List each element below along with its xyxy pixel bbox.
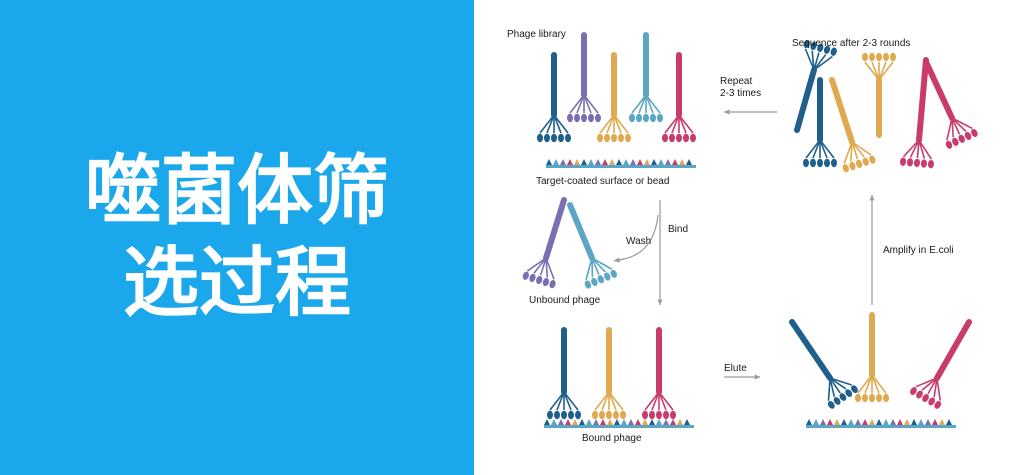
eluted-phage-pink	[910, 319, 972, 409]
repeat-arrow	[724, 109, 777, 115]
eluted-phage-dark-blue	[789, 319, 858, 409]
phage-library-orange	[597, 52, 631, 143]
wash-curve	[618, 214, 659, 261]
eluted-phage-orange	[855, 312, 889, 403]
label-phage-library: Phage library	[507, 29, 566, 40]
bound-phage-orange	[592, 327, 626, 420]
target-surface-bottom	[544, 419, 694, 428]
label-bound-phage: Bound phage	[582, 433, 642, 444]
wash-arrow-head	[613, 257, 625, 263]
label-elute: Elute	[724, 363, 747, 374]
sequenced-phage-dark-blue-2	[803, 77, 837, 168]
title-line-1: 噬菌体筛	[85, 146, 389, 235]
phage-library-light-blue	[629, 32, 663, 123]
target-surface-top	[546, 159, 696, 168]
elute-arrow	[724, 374, 760, 380]
sequenced-phage-orange-1	[829, 77, 876, 173]
title-line-2: 选过程	[123, 238, 351, 327]
bound-phage-dark-blue	[547, 327, 581, 420]
title-panel: 噬菌体筛 选过程	[0, 0, 474, 475]
label-unbound-phage: Unbound phage	[529, 295, 601, 306]
phage-library-dark-blue	[537, 52, 571, 143]
diagram-canvas	[522, 32, 978, 428]
label-repeat: Repeat 2-3 times	[720, 76, 762, 99]
bind-arrow	[657, 200, 663, 305]
phage-library-purple	[567, 32, 601, 123]
phage-library-pink	[662, 52, 696, 143]
unbound-phage-light-blue	[567, 202, 617, 289]
phage-display-diagram: Phage library Target-coated surface or b…	[474, 0, 1024, 475]
sequenced-phage-orange-2	[862, 52, 896, 138]
bound-phage-pink	[642, 327, 676, 420]
sequenced-phage-pink-1	[900, 57, 934, 169]
unbound-phage-purple	[522, 197, 567, 289]
target-surface-eluted	[806, 419, 956, 428]
label-sequence: Sequence after 2-3 rounds	[792, 38, 911, 49]
sequenced-phage-dark-blue-1	[794, 39, 837, 133]
label-amplify: Amplify in E.coli	[883, 245, 954, 256]
label-wash: Wash	[626, 236, 652, 247]
sequenced-phage-pink-2	[923, 59, 978, 149]
label-target-surface: Target-coated surface or bead	[536, 176, 670, 187]
amplify-arrow	[869, 195, 875, 305]
label-bind: Bind	[668, 224, 689, 235]
